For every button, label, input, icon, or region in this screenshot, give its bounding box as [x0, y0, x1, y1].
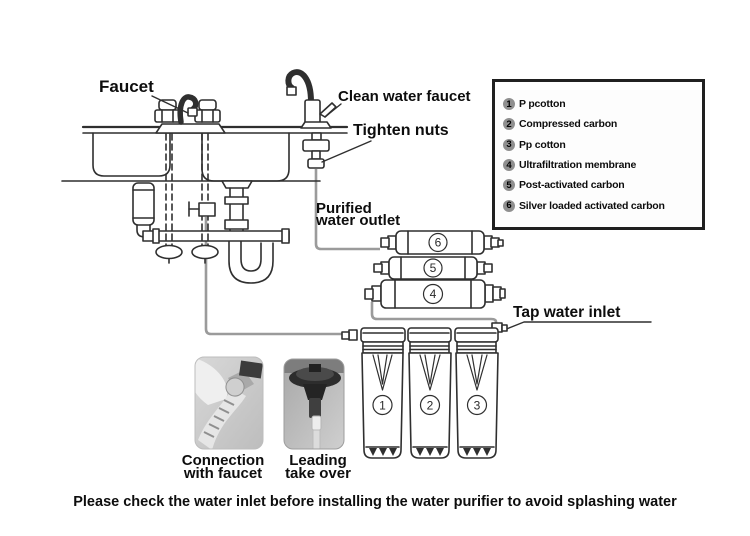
connection-with-faucet-caption: Connection with faucet [178, 452, 268, 482]
footer-warning-note: Please check the water inlet before inst… [73, 494, 677, 510]
legend-item-label: Silver loaded activated carbon [519, 199, 665, 212]
photo-leading-take-over [283, 358, 345, 450]
legend-item-label: Pp cotton [519, 138, 566, 151]
legend-item: 1 P pcotton [503, 94, 698, 114]
tap-inlet-leader [503, 321, 652, 331]
clean-water-faucet-drawing [285, 69, 337, 169]
caption-line: take over [285, 464, 351, 482]
main-faucet [154, 94, 226, 134]
legend-number-badge: 1 [503, 98, 515, 111]
filter-cartridge-6 [380, 230, 504, 255]
stage-number-6: 6 [435, 236, 442, 250]
inline-canister [132, 182, 155, 226]
supply-plumbing [132, 182, 290, 244]
stage-number-4: 4 [430, 287, 437, 301]
faucet-supply-lines [165, 133, 209, 247]
tap-water-inlet-label: Tap water inlet [513, 304, 621, 321]
legend-number-badge: 4 [503, 159, 515, 172]
purified-water-outlet-label: Purified water outlet [316, 200, 401, 229]
stage-number-1: 1 [379, 399, 386, 413]
legend-item: 6 Silver loaded activated carbon [503, 195, 698, 215]
interstage-tube [370, 302, 498, 327]
housing-1-body [361, 352, 404, 459]
feed-tee-valve [188, 201, 216, 217]
clean-water-faucet-label: Clean water faucet [338, 88, 471, 105]
caption-line: Leading [289, 452, 347, 469]
legend-item: 5 Post-activated carbon [503, 175, 698, 195]
faucet-lever [319, 102, 337, 118]
legend-item: 3 Pp cotton [503, 135, 698, 155]
tighten-nut-upper [302, 139, 330, 152]
filter-stage-legend: 1 P pcotton 2 Compressed carbon 3 Pp cot… [492, 79, 705, 230]
filter-cartridge-5 [373, 256, 493, 280]
stage-number-3: 3 [474, 399, 481, 413]
tighten-nuts-leader [321, 140, 372, 163]
tap-water-supply-tube [204, 217, 349, 336]
stage-number-2: 2 [427, 399, 434, 413]
legend-number-badge: 2 [503, 118, 515, 131]
filter-housing-row [341, 322, 508, 459]
drain-plumbing [221, 180, 274, 284]
housing-3-body [455, 352, 499, 459]
legend-item-label: Ultrafiltration membrane [519, 159, 637, 172]
legend-item-label: Post-activated carbon [519, 179, 625, 192]
legend-number-badge: 3 [503, 138, 515, 151]
photo-connection-with-faucet [194, 356, 264, 450]
horizontal-pipe [142, 230, 290, 242]
purified-label-line2: water outlet [316, 211, 401, 229]
stage-number-5: 5 [430, 261, 437, 275]
purified-water-tube [314, 169, 380, 251]
tighten-nuts-label: Tighten nuts [353, 122, 449, 139]
faucet-base [155, 123, 226, 134]
leader-lines [151, 95, 652, 331]
caption-line: with faucet [183, 464, 263, 482]
legend-number-badge: 6 [503, 199, 515, 212]
faucet-leader [151, 95, 189, 114]
shutoff-valves [155, 244, 219, 264]
faucet-label: Faucet [99, 77, 154, 96]
sink-bowls [92, 132, 290, 182]
legend-item: 4 Ultrafiltration membrane [503, 155, 698, 175]
purified-label-line1: Purified [316, 200, 372, 217]
tighten-nut-lower [307, 158, 325, 169]
filter-cartridge-4 [364, 279, 506, 309]
caption-line: Connection [181, 452, 265, 469]
p-trap [228, 240, 274, 284]
water-tubing [204, 169, 498, 336]
legend-item: 2 Compressed carbon [503, 114, 698, 134]
legend-number-badge: 5 [503, 179, 515, 192]
legend-item-label: P pcotton [519, 98, 566, 111]
housing-2-body [408, 352, 452, 459]
gooseneck-spout [285, 69, 314, 105]
leading-take-over-caption: Leading take over [283, 452, 353, 482]
clean-faucet-leader [324, 103, 342, 118]
legend-item-label: Compressed carbon [519, 118, 618, 131]
